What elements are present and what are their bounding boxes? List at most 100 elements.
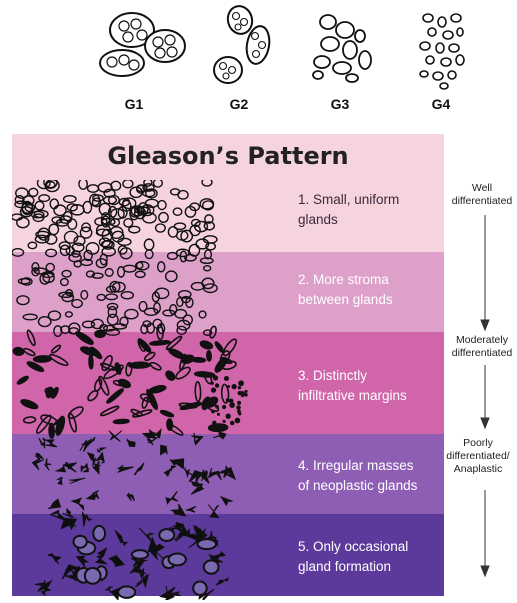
tissue-mark: [69, 478, 85, 484]
tissue-mark: [204, 560, 219, 573]
tissue-mark: [216, 578, 228, 585]
tissue-mark: [125, 309, 138, 318]
tissue-mark: [161, 445, 167, 454]
tissue-mark: [230, 421, 235, 426]
tissue-mark: [32, 263, 39, 272]
pattern-label-2: 2. More stroma between glands: [298, 270, 448, 310]
grade-label-g2: G2: [209, 96, 269, 112]
tissue-mark: [129, 226, 140, 233]
tissue-mark: [18, 279, 30, 284]
tissue-mark: [96, 548, 106, 564]
tissue-mark: [163, 310, 175, 316]
arrowhead-2: [481, 418, 489, 428]
tissue-mark: [48, 311, 60, 320]
tissue-mark: [118, 465, 133, 472]
tissue-mark: [238, 412, 241, 415]
tissue-mark: [238, 386, 241, 389]
tissue-mark: [209, 424, 228, 432]
tissue-mark: [115, 530, 127, 545]
tissue-mark: [191, 433, 202, 445]
tissue-mark: [123, 180, 133, 188]
pattern-3-line2: infiltrative margins: [298, 386, 448, 406]
tissue-mark: [48, 499, 60, 508]
tissue-mark: [240, 391, 245, 396]
tissue-mark: [105, 269, 113, 277]
pattern-4-line1: 4. Irregular masses: [298, 456, 448, 476]
tissue-mark: [26, 329, 36, 346]
tissue-mark: [213, 432, 226, 439]
tissue-mark: [111, 209, 124, 219]
tissue-mark: [64, 196, 76, 203]
tissue-mark: [118, 246, 127, 254]
tissue-mark: [227, 385, 230, 388]
tissue-mark: [172, 504, 186, 516]
page-title: Gleason’s Pattern: [12, 142, 444, 170]
tissue-mark: [98, 448, 106, 452]
tissue-mark: [204, 266, 211, 271]
pattern-5-line1: 5. Only occasional: [298, 537, 448, 557]
tissue-mark: [215, 383, 219, 387]
tissue-mark: [123, 265, 136, 272]
tissue-mark: [127, 493, 134, 501]
g3-glands-illustration: [313, 15, 371, 82]
tissue-mark: [132, 550, 148, 559]
tissue-mark: [225, 414, 230, 419]
tissue-mark: [191, 357, 205, 362]
tissue-mark: [212, 421, 216, 425]
tissue-mark: [28, 242, 36, 248]
tissue-mark: [87, 490, 99, 499]
tissue-mark: [238, 380, 244, 386]
tissue-mark: [83, 321, 95, 328]
pattern-5-line2: gland formation: [298, 557, 448, 577]
tissue-mark: [158, 201, 166, 210]
tissue-mark: [134, 463, 144, 475]
tissue-mark: [100, 405, 119, 417]
tissue-mark: [159, 213, 168, 223]
tissue-mark: [80, 227, 91, 238]
tissue-mark: [79, 180, 87, 189]
tissue-mark: [89, 355, 93, 369]
tissue-mark: [97, 294, 105, 300]
tissue-mark: [144, 180, 152, 186]
tissue-mark: [211, 387, 216, 392]
tissue-mark: [215, 405, 219, 409]
tissue-progression-illustration: [12, 180, 262, 600]
arrowhead-1: [481, 320, 489, 330]
tissue-mark: [209, 326, 217, 339]
tissue-mark: [170, 305, 177, 314]
tissue-mark: [178, 191, 188, 200]
tissue-mark: [12, 249, 24, 256]
well-line1: Well: [444, 182, 517, 195]
tissue-mark: [118, 586, 135, 597]
tissue-mark: [39, 195, 50, 202]
tissue-mark: [158, 262, 165, 272]
tissue-mark: [214, 341, 224, 353]
tissue-mark: [69, 254, 81, 262]
arrowhead-3: [481, 566, 489, 576]
tissue-mark: [194, 371, 214, 377]
tissue-mark: [17, 218, 29, 228]
tissue-mark: [166, 491, 178, 504]
tissue-mark: [164, 466, 175, 476]
tissue-mark: [231, 384, 236, 389]
tissue-mark: [80, 345, 97, 356]
tissue-mark: [217, 413, 220, 416]
tissue-mark: [95, 330, 105, 337]
tissue-mark: [94, 378, 103, 391]
grade-label-g4: G4: [411, 96, 471, 112]
tissue-mark: [87, 185, 98, 192]
tissue-mark: [17, 375, 29, 385]
tissue-mark: [160, 410, 174, 418]
tissue-mark: [152, 292, 159, 302]
tissue-mark: [209, 468, 222, 480]
tissue-mark: [199, 340, 213, 350]
tissue-mark: [64, 462, 77, 472]
tissue-mark: [223, 420, 226, 423]
tissue-mark: [49, 423, 54, 438]
pattern-2-line2: between glands: [298, 290, 448, 310]
tissue-mark: [63, 509, 74, 517]
tissue-mark: [86, 243, 99, 255]
tissue-mark: [23, 347, 36, 356]
g1-glands-illustration: [100, 13, 185, 76]
tissue-mark: [17, 296, 29, 305]
